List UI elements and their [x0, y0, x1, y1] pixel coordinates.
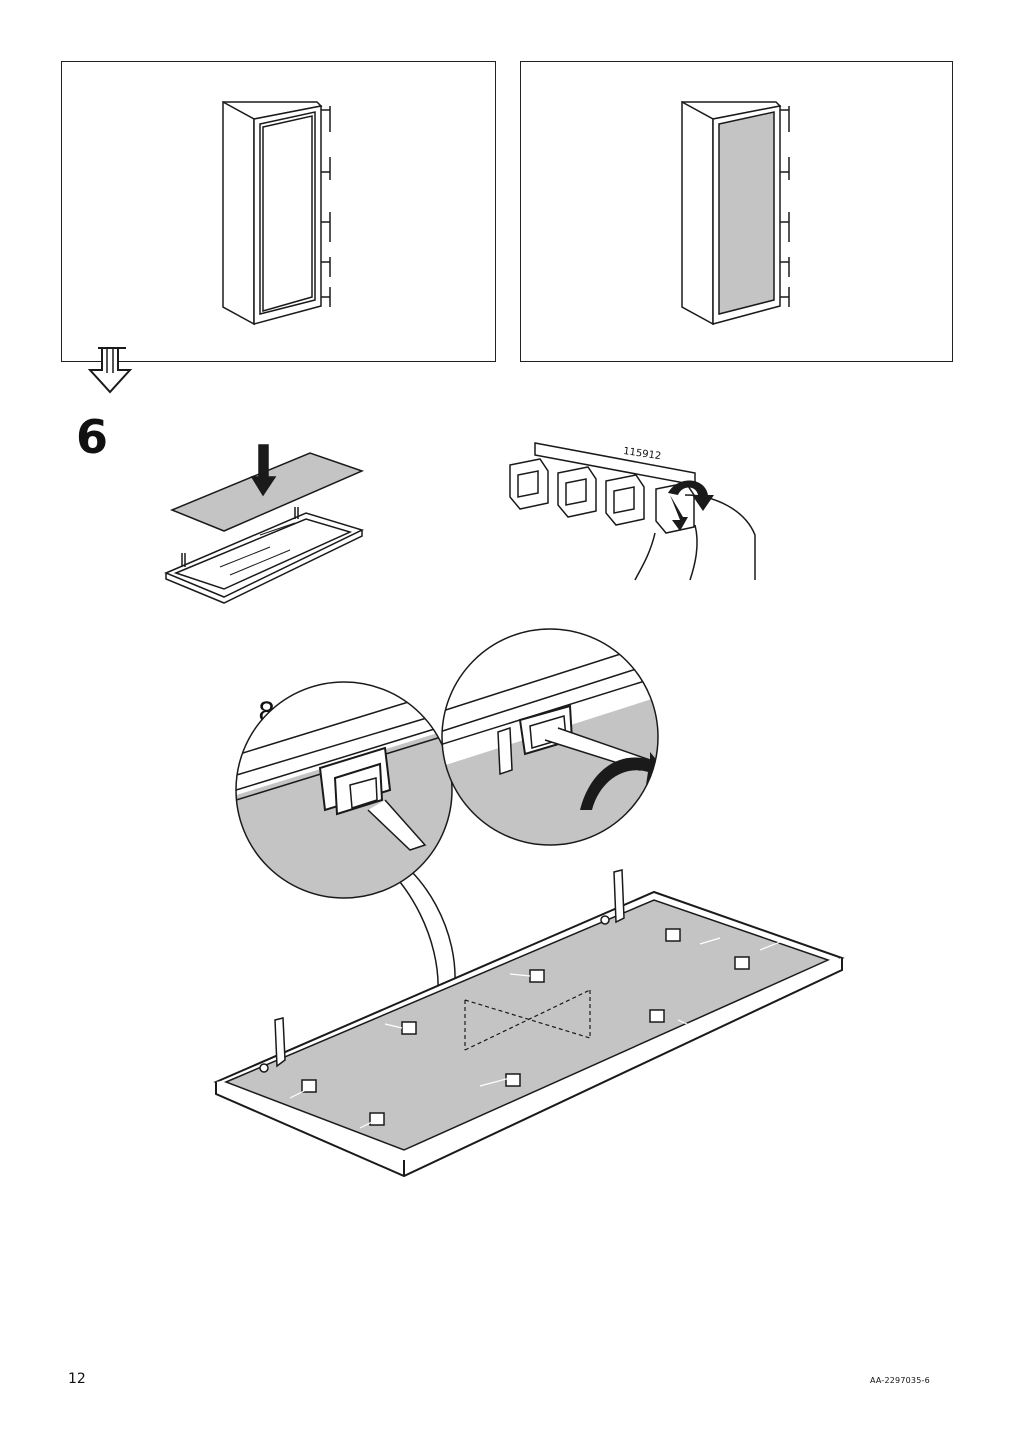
option-panel-glass-door [520, 61, 953, 362]
option-panel-frame-door [61, 61, 496, 362]
cabinet-glass-door-illustration [681, 100, 790, 326]
page-number: 12 [68, 1371, 86, 1387]
down-arrow-icon [87, 347, 133, 394]
clip-strip-illustration [509, 442, 756, 581]
detail-and-tray-illustration [213, 628, 845, 1178]
cabinet-frame-door-illustration [222, 100, 331, 326]
remove-panel-illustration [164, 444, 365, 604]
document-code: AA-2297035-6 [870, 1376, 930, 1385]
step-number: 6 [76, 410, 109, 464]
